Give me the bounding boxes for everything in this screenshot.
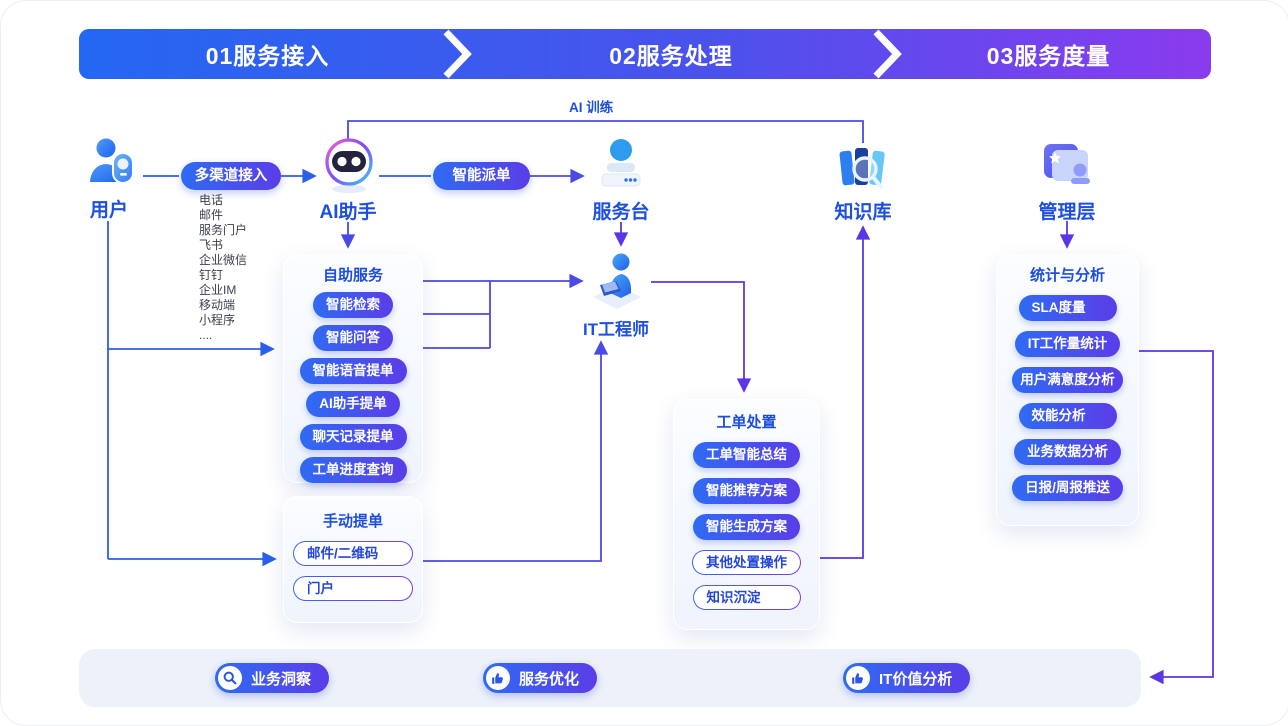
banner-step-2: 02服务处理 [456, 29, 886, 79]
statistics-title: 统计与分析 [1029, 267, 1105, 284]
channel-item: 电话 [199, 193, 224, 207]
channel-item: 邮件 [199, 208, 224, 222]
ticket-handling-pill: 其他处置操作 [692, 550, 801, 575]
user-label: 用户 [89, 200, 128, 221]
channel-item: 企业微信 [199, 253, 248, 267]
channel-item: 企业IM [199, 283, 237, 297]
chevron-separator-icon [873, 29, 902, 79]
service-desk-label: 服务台 [592, 202, 650, 223]
ticket-handling-pill: 智能推荐方案 [693, 478, 800, 504]
management-label: 管理层 [1038, 202, 1096, 223]
banner-step-3-label: 03服务度量 [986, 43, 1111, 69]
knowledge-base-icon [839, 148, 885, 190]
ticket-handling-panel: 工单处置 工单智能总结 智能推荐方案 智能生成方案 其他处置操作 知识沉淀 [673, 399, 820, 630]
manual-ticket-title: 手动提单 [322, 513, 383, 530]
ticket-handling-pill: 工单智能总结 [693, 442, 800, 468]
thumbs-up-icon [486, 666, 510, 690]
manual-ticket-pill: 门户 [293, 576, 413, 601]
statistics-panel: 统计与分析 SLA度量 IT工作量统计 用户满意度分析 效能分析 业务数据分析 … [996, 254, 1139, 526]
multichannel-pill: 多渠道接入 [181, 162, 281, 190]
self-service-pill: 智能检索 [313, 292, 393, 318]
channel-item: 小程序 [199, 313, 236, 327]
manual-ticket-panel: 手动提单 邮件/二维码 门户 [283, 496, 423, 623]
statistics-pill: IT工作量统计 [1014, 331, 1121, 357]
channel-item: 钉钉 [199, 268, 224, 282]
ticket-handling-pill: 智能生成方案 [693, 514, 800, 540]
it-value-analysis-label: IT价值分析 [879, 670, 953, 688]
channel-list: 电话 邮件 服务门户 飞书 企业微信 钉钉 企业IM 移动端 小程序 .... [199, 193, 247, 343]
ticket-handling-pill: 知识沉淀 [693, 585, 801, 610]
self-service-pill: AI助手提单 [306, 391, 400, 417]
self-service-pill: 智能问答 [313, 325, 393, 351]
statistics-pill: 用户满意度分析 [1012, 367, 1123, 393]
smart-dispatch-pill: 智能派单 [433, 162, 530, 190]
service-optimization-label: 服务优化 [519, 670, 580, 688]
knowledge-base-label: 知识库 [834, 202, 892, 223]
statistics-pill: SLA度量 [1018, 295, 1117, 321]
ticket-handling-title: 工单处置 [716, 414, 777, 431]
channel-item: 移动端 [199, 298, 236, 312]
service-desk-icon [601, 139, 641, 187]
ai-training-label: AI 训练 [569, 100, 614, 115]
business-insight-pill: 业务洞察 [215, 663, 330, 693]
manual-ticket-pill: 邮件/二维码 [293, 541, 413, 566]
search-icon [218, 666, 242, 690]
banner-step-1-label: 01服务接入 [205, 43, 330, 69]
ai-assistant-robot-icon [325, 138, 373, 193]
banner-step-3: 03服务度量 [886, 29, 1211, 79]
thumbs-up-icon [846, 666, 870, 690]
self-service-pill: 工单进度查询 [299, 457, 407, 483]
self-service-title: 自助服务 [322, 267, 383, 284]
it-engineer-label: IT工程师 [582, 320, 650, 339]
banner-step-1: 01服务接入 [79, 29, 456, 79]
business-insight-label: 业务洞察 [251, 670, 312, 688]
process-banner: 01服务接入 02服务处理 03服务度量 [79, 29, 1211, 79]
statistics-pill: 日报/周报推送 [1012, 475, 1123, 501]
service-optimization-pill: 服务优化 [483, 663, 598, 693]
statistics-pill: 效能分析 [1018, 403, 1117, 429]
channel-item: 服务门户 [199, 223, 248, 237]
ai-assistant-label: AI助手 [319, 202, 377, 223]
banner-step-2-label: 02服务处理 [609, 43, 733, 69]
self-service-pill: 聊天记录提单 [299, 424, 407, 450]
chevron-separator-icon [443, 29, 472, 79]
self-service-panel: 自助服务 智能检索 智能问答 智能语音提单 AI助手提单 聊天记录提单 工单进度… [283, 254, 423, 483]
self-service-pill: 智能语音提单 [299, 358, 407, 384]
it-value-analysis-pill: IT价值分析 [843, 663, 971, 693]
it-engineer-icon [593, 253, 641, 309]
channel-item: 飞书 [199, 238, 224, 252]
statistics-pill: 业务数据分析 [1014, 439, 1121, 465]
user-icon [90, 138, 134, 184]
management-icon [1044, 144, 1090, 184]
channel-item: .... [199, 328, 213, 342]
